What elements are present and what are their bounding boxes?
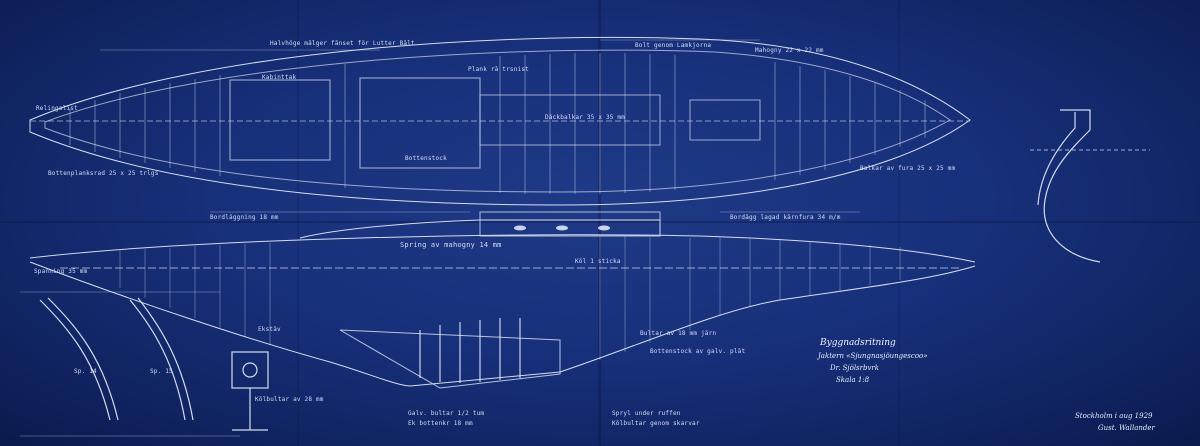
label-section-3: Sp. 15 xyxy=(150,368,173,375)
frame-sections xyxy=(39,297,269,431)
fold-line-vertical-3 xyxy=(898,0,900,446)
keel-bolt-plate xyxy=(231,351,269,389)
label-hull-1: Bottenplanksrad 25 x 25 trlgs xyxy=(48,170,159,177)
deck-plan-inner-line xyxy=(44,49,951,193)
midship-section xyxy=(1030,109,1150,263)
label-deck-8: Relingslist xyxy=(36,105,78,112)
drawing-subtitle-2: Dr. Sjölsrbvrk xyxy=(830,364,880,372)
label-deck-4: Kabinttak xyxy=(262,74,297,81)
label-deck-1: Halvhöge mälger fånset för Lutter Bålt xyxy=(270,40,415,47)
label-keel-5: Ekstäv xyxy=(258,326,281,333)
portholes xyxy=(514,225,610,231)
forehatch xyxy=(689,99,761,141)
label-spec-4: Kölbultar genom skarvar xyxy=(612,420,700,427)
drawing-subtitle-3: Skala 1:8 xyxy=(836,376,870,384)
label-deck-7: Bottenstock xyxy=(405,155,447,162)
label-spec-1: Galv. bultar 1/2 tum xyxy=(408,410,485,417)
label-hull-4: Bordägg lagad kärnfura 34 m/m xyxy=(730,214,841,221)
drawing-signature: Gust. Wallander xyxy=(1098,424,1155,432)
dimension-lines xyxy=(20,39,860,437)
deck-hatch xyxy=(479,94,661,146)
label-keel-4: Köl 1 sticka xyxy=(575,258,621,265)
label-hull-3: Bordläggning 18 mm xyxy=(210,214,279,221)
label-deck-2: Bolt genom Lamkjorna xyxy=(635,42,712,49)
fold-line-vertical xyxy=(598,0,601,446)
label-section-2: Sp. 14 xyxy=(74,368,97,375)
label-deck-6: Däckbalkar 35 x 35 mm xyxy=(545,114,626,121)
label-section-1: Spanning 35 mm xyxy=(34,268,88,275)
label-deck-5: Plank rå trsnist xyxy=(468,66,529,73)
label-keel-3: Bottenstock av galv. plåt xyxy=(650,348,746,355)
label-spec-3: Spryl under ruffen xyxy=(612,410,681,417)
fold-line-vertical-2 xyxy=(297,0,299,446)
deck-plan-outline xyxy=(29,36,971,206)
label-section-4: Kölbultar av 28 mm xyxy=(255,396,324,403)
hull-profile-sheer xyxy=(29,234,976,263)
cabin-house xyxy=(479,211,661,237)
fold-line-horizontal xyxy=(0,221,1200,223)
drawing-place-date: Stockholm i aug 1929 xyxy=(1075,412,1153,420)
label-keel-1: Spring av mahogny 14 mm xyxy=(400,241,502,249)
deck-beams xyxy=(69,53,926,194)
drawing-subtitle-1: Jaktern «Sjungnasjöungescoo» xyxy=(818,352,928,360)
label-keel-2: Bultar av 18 mm järn xyxy=(640,330,717,337)
profile-frames xyxy=(119,236,901,360)
label-spec-2: Ek bottenkr 18 mm xyxy=(408,420,473,427)
drawing-title: Byggnadsritning xyxy=(820,338,896,348)
label-hull-2: Balkar av fura 25 x 25 mm xyxy=(860,165,956,172)
cabin-outline xyxy=(229,79,331,161)
lead-keel xyxy=(339,329,561,389)
keel-bolts xyxy=(419,318,521,383)
label-deck-3: Mahogny 22 x 22 mm xyxy=(755,47,824,54)
